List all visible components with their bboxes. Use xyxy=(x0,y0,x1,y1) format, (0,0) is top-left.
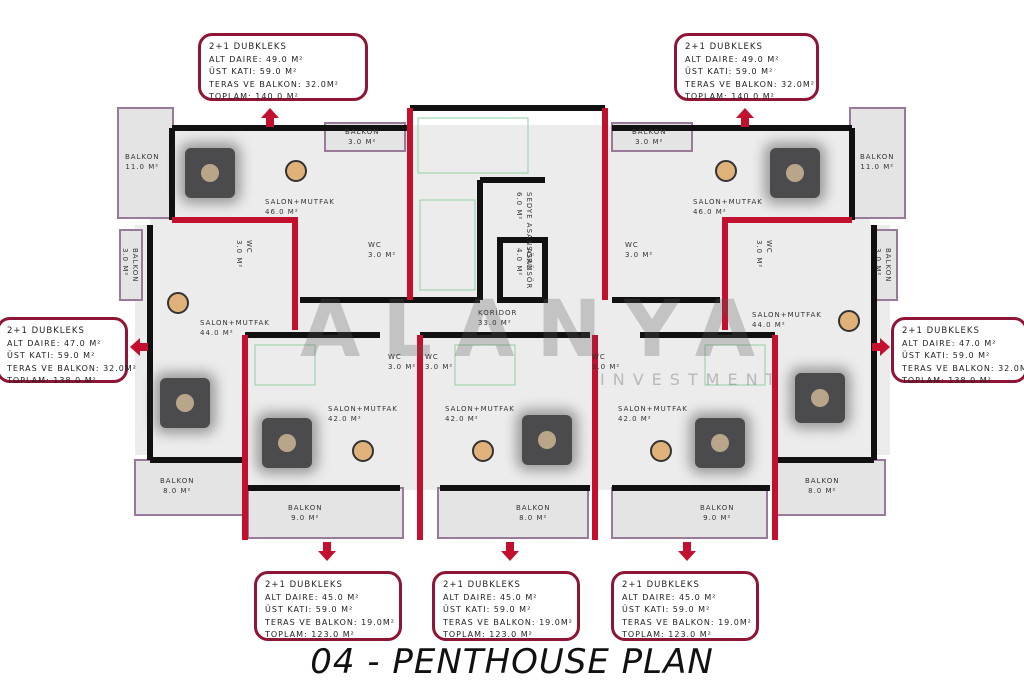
room-label: WC3.0 m² xyxy=(625,241,654,259)
room-label: WC3.0 m² xyxy=(368,241,397,259)
arrow-stem xyxy=(506,542,514,551)
arrow-stem xyxy=(140,343,148,351)
sofa-icon xyxy=(262,418,312,468)
arrow-down-icon xyxy=(678,551,696,561)
staircase xyxy=(454,344,516,386)
staircase xyxy=(419,199,476,291)
arrow-stem xyxy=(741,118,749,127)
plan-title: 04 - PENTHOUSE PLAN xyxy=(310,642,714,682)
dining-table-icon xyxy=(650,440,672,462)
room-label: WC3.0 m² xyxy=(235,240,253,269)
balcony-bottom-1 xyxy=(247,487,404,539)
sofa-icon xyxy=(522,415,572,465)
arrow-right-icon xyxy=(880,338,890,356)
room-label: WC3.0 m² xyxy=(425,353,454,371)
dining-table-icon xyxy=(352,440,374,462)
dining-table-icon xyxy=(472,440,494,462)
arrow-down-icon xyxy=(318,551,336,561)
arrow-down-icon xyxy=(501,551,519,561)
arrow-stem xyxy=(266,118,274,127)
arrow-left-icon xyxy=(130,338,140,356)
arrow-stem xyxy=(323,542,331,551)
balcony-left-bottom xyxy=(134,459,246,516)
balcony-left-vertical xyxy=(119,229,143,301)
arrow-stem xyxy=(683,542,691,551)
room-label: WC3.0 m² xyxy=(592,353,621,371)
watermark-subtitle: INVESTMENT xyxy=(600,370,784,389)
watermark-logo: ALANYA xyxy=(300,285,778,375)
wall xyxy=(410,105,605,303)
partition-wall xyxy=(172,217,298,330)
dining-table-icon xyxy=(838,310,860,332)
sofa-icon xyxy=(160,378,210,428)
arrow-stem xyxy=(872,343,880,351)
room-label: WC3.0 m² xyxy=(388,353,417,371)
sofa-icon xyxy=(185,148,235,198)
staircase xyxy=(254,344,316,386)
sofa-icon xyxy=(770,148,820,198)
dining-table-icon xyxy=(285,160,307,182)
sofa-icon xyxy=(695,418,745,468)
balcony-bottom-3 xyxy=(611,487,768,539)
dining-table-icon xyxy=(167,292,189,314)
balcony-top-right xyxy=(849,107,906,219)
arrow-up-icon xyxy=(261,108,279,118)
staircase xyxy=(704,344,766,386)
partition-wall xyxy=(722,217,852,330)
room-label: WC3.0 m² xyxy=(755,240,773,269)
sofa-icon xyxy=(795,373,845,423)
balcony-bottom-2 xyxy=(437,487,589,539)
arrow-up-icon xyxy=(736,108,754,118)
wall xyxy=(147,125,410,463)
balcony-right-bottom xyxy=(774,459,886,516)
dining-table-icon xyxy=(715,160,737,182)
wall xyxy=(612,125,877,463)
staircase xyxy=(417,117,529,174)
